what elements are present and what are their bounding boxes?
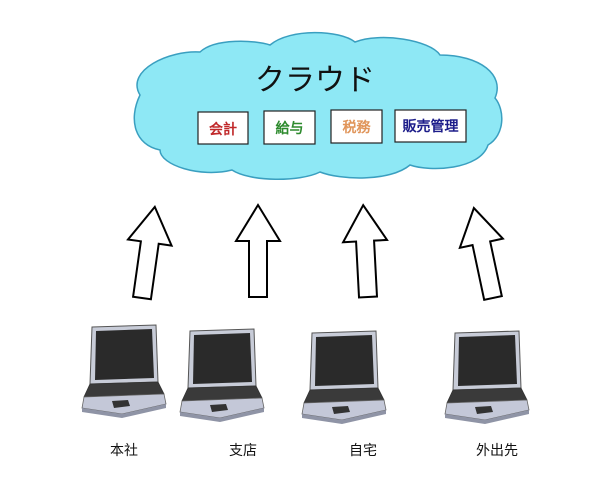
- laptop-icon: [301, 330, 387, 425]
- laptop-icon: [81, 324, 167, 419]
- service-label: 会計: [209, 121, 237, 138]
- location-label-branch: 支店: [229, 443, 257, 459]
- service-label: 給与: [276, 120, 304, 137]
- location-label-head-office: 本社: [110, 443, 138, 459]
- location-label-home: 自宅: [349, 443, 377, 459]
- laptop-icon: [179, 328, 265, 423]
- up-arrow-icon: [451, 202, 516, 304]
- location-label-outside: 外出先: [476, 443, 518, 459]
- service-label: 販売管理: [403, 118, 459, 135]
- service-box-tax: 税務: [330, 109, 383, 144]
- service-label: 税務: [343, 119, 372, 136]
- cloud-title: クラウド: [255, 63, 375, 98]
- up-arrow-icon: [235, 204, 281, 298]
- laptop-icon: [444, 330, 530, 425]
- up-arrow-icon: [119, 202, 178, 303]
- service-box-sales-management: 販売管理: [394, 109, 467, 143]
- up-arrow-icon: [340, 202, 391, 300]
- cloud-shape: [133, 31, 503, 180]
- service-box-accounting: 会計: [197, 111, 249, 145]
- service-box-payroll: 給与: [263, 110, 316, 145]
